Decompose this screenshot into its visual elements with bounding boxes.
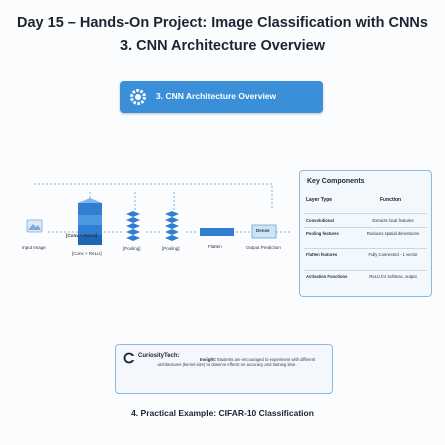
insight-box: CuriosityTech: Insight: Students are enc… (115, 344, 333, 394)
conv-block-bottom-label: [Conv + ReLU] (72, 251, 102, 256)
column-header-layer: Layer Type (306, 197, 333, 203)
gear-icon (128, 87, 148, 109)
conv-block-icon (78, 198, 102, 245)
cnn-pipeline-diagram: Input Image [Conv + ReLU] [Conv + ReLU] … (0, 170, 300, 260)
column-header-function: Function (380, 197, 402, 203)
conv-block-top-label: [Conv + ReLU] (66, 233, 98, 238)
insight-label: Insight: (200, 357, 217, 362)
curiositytech-logo-icon (123, 351, 135, 369)
table-row: Activation Functions ReLU for Softmax, o… (304, 270, 427, 291)
pool2-label: [Pooling] (162, 246, 180, 251)
dense-label: Dense (256, 228, 270, 233)
insight-text: Students are encouraged to experiment wi… (157, 357, 316, 368)
pool1-label: [Pooling] (123, 246, 141, 251)
key-components-panel: Key Components Layer Type Function Convo… (299, 170, 432, 297)
flatten-label: Flatten (208, 244, 222, 249)
page-subtitle: 3. CNN Architecture Overview (120, 38, 325, 54)
section-header-button[interactable]: 3. CNN Architecture Overview (120, 81, 323, 113)
pooling-stack-1-icon (126, 211, 140, 241)
section-header-label: 3. CNN Architecture Overview (156, 91, 277, 101)
output-label: Output Prediction (246, 245, 281, 250)
table-row: Flatten features Fully Connected - 1 vec… (304, 248, 427, 269)
pooling-stack-2-icon (165, 211, 179, 241)
table-row: Pooling features Reduces spatial dimensi… (304, 227, 427, 248)
input-image-label: Input Image (22, 245, 46, 250)
page-title: Day 15 – Hands-On Project: Image Classif… (17, 15, 428, 31)
skip-connection-top (34, 183, 273, 210)
next-section-heading: 4. Practical Example: CIFAR-10 Classific… (131, 408, 314, 418)
table-row: Convolutional Extracts local features (304, 213, 427, 228)
input-image-icon (26, 219, 43, 233)
insight-brand: CuriosityTech: (138, 353, 180, 359)
key-components-title: Key Components (307, 178, 365, 185)
flatten-bar-icon (200, 228, 234, 236)
